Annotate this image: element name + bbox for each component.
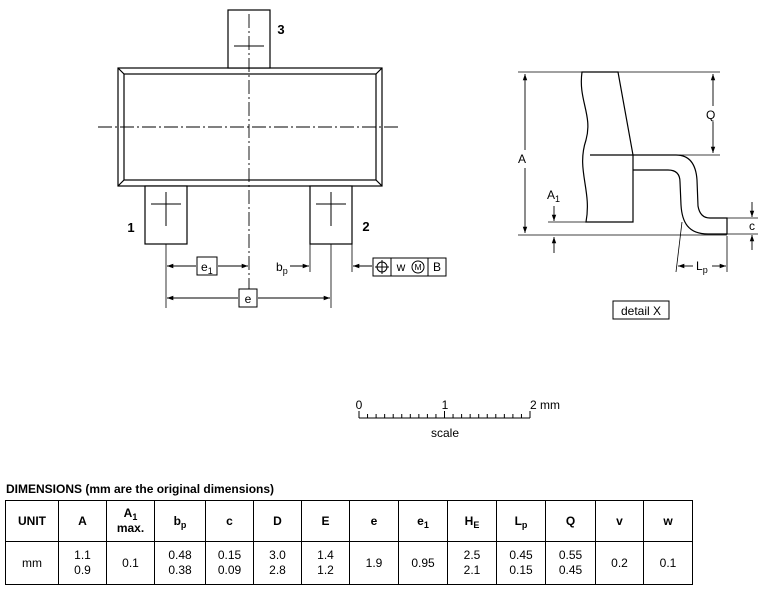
scale-tick-label-2: 2 mm (530, 398, 560, 412)
pin-1-label: 1 (127, 220, 134, 235)
header-E: E (301, 500, 350, 542)
dimension-lines (167, 263, 372, 301)
cell-e1: 0.95 (398, 541, 448, 585)
header-w: w (643, 500, 693, 542)
detail-label: detail X (621, 304, 661, 318)
A1-label: A1 (547, 188, 560, 204)
dimension-boxes (196, 256, 258, 308)
scale-tick-label-1: 1 (442, 398, 449, 412)
e1-label: e1 (201, 260, 213, 276)
header-e: e (349, 500, 399, 542)
c-label: c (749, 219, 755, 233)
cell-unit: mm (5, 541, 59, 585)
header-lp: Lp (496, 500, 546, 542)
tolerance-w: w (396, 260, 406, 274)
detail-label-box (612, 300, 670, 320)
pin-2-label: 2 (362, 219, 369, 234)
scale-ruler (358, 411, 531, 419)
gull-wing-lead (633, 154, 728, 235)
tolerance-ref: B (433, 260, 441, 274)
cell-v: 0.2 (595, 541, 644, 585)
centerlines (98, 14, 398, 290)
header-bp: bp (154, 500, 206, 542)
position-symbol-icon (375, 260, 389, 274)
pin-3-label: 3 (277, 22, 284, 37)
package-outline-drawing: 1 2 3 e1 e bp w M B (98, 9, 758, 440)
bp-label: bp (276, 260, 288, 276)
header-unit: UNIT (5, 500, 59, 542)
dimensions-title: DIMENSIONS (mm are the original dimensio… (6, 482, 275, 496)
side-view-body (580, 71, 634, 223)
Lp-label: Lp (696, 259, 708, 275)
Q-label: Q (706, 108, 715, 122)
side-view-dimension-lines (522, 74, 755, 269)
side-view-extension-lines (518, 71, 758, 273)
header-he: HE (447, 500, 497, 542)
header-v: v (595, 500, 644, 542)
mmc-circle-icon (411, 260, 425, 274)
cell-a1: 0.1 (106, 541, 155, 585)
cell-e: 1.9 (349, 541, 399, 585)
header-a: A (58, 500, 107, 542)
e-label: e (245, 292, 252, 306)
header-e1: e1 (398, 500, 448, 542)
header-d: D (253, 500, 302, 542)
header-c: c (205, 500, 254, 542)
tolerance-frame (372, 257, 447, 277)
scale-caption: scale (431, 426, 459, 440)
cell-w: 0.1 (643, 541, 693, 585)
header-q: Q (545, 500, 596, 542)
A-label: A (518, 152, 526, 166)
extension-lines (165, 244, 353, 308)
tolerance-m: M (414, 262, 421, 272)
scale-tick-label-0: 0 (356, 398, 363, 412)
